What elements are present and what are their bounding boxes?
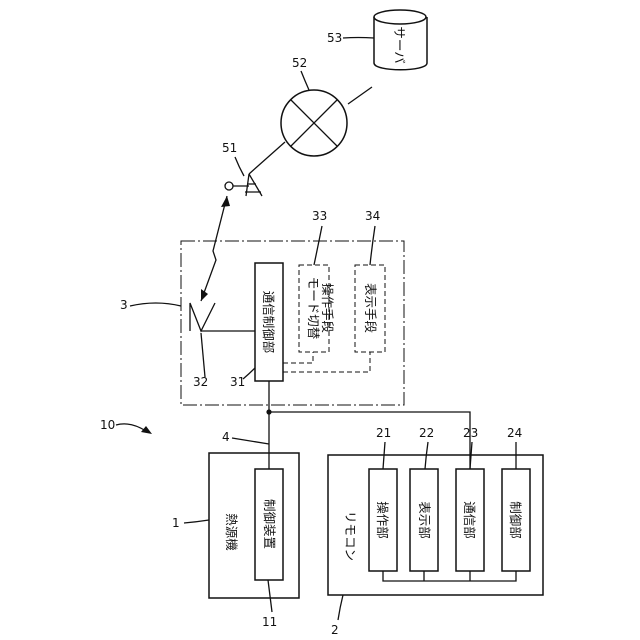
wireless-arrowhead-top <box>221 196 230 207</box>
ref-comm-controller: 31 <box>230 375 245 389</box>
leader-base-station <box>235 157 244 176</box>
leader-remote <box>338 595 343 620</box>
ref-heat-source-controller: 11 <box>262 615 277 629</box>
cable-junction <box>266 409 271 414</box>
leader-system-arrowhead <box>141 426 152 434</box>
ref-remote-display: 22 <box>419 426 434 440</box>
ref-remote: 2 <box>331 623 339 637</box>
ref-comm-device: 3 <box>120 298 128 312</box>
heat-source-controller-label: 制御装置 <box>262 499 277 549</box>
ref-heat-source: 1 <box>172 516 180 530</box>
remote-communication-label: 通信部 <box>462 501 477 539</box>
ref-cable: 4 <box>222 430 230 444</box>
ref-remote-operation: 21 <box>376 426 391 440</box>
base-station-antenna-icon <box>225 182 233 190</box>
heat-source-title: 熱源機 <box>224 513 239 551</box>
leader-cable <box>232 438 269 444</box>
ref-server: 53 <box>327 31 342 45</box>
ref-mode-switch: 33 <box>312 209 327 223</box>
leader-comm-controller <box>243 368 255 379</box>
remote-title: リモコン <box>343 511 358 561</box>
remote-display-label: 表示部 <box>417 501 432 539</box>
wireless-link <box>201 196 227 301</box>
leader-network <box>301 71 309 90</box>
leader-display-means <box>370 226 375 265</box>
leader-heat-source <box>184 520 209 523</box>
ref-network: 52 <box>292 56 307 70</box>
leader-system <box>116 424 146 431</box>
mode-switch-label-line1: モード切替 <box>306 277 321 340</box>
mode-switch-label-line2: 操作手段 <box>320 283 335 333</box>
server-label: サーバ <box>392 26 407 63</box>
comm-controller-label: 通信制御部 <box>261 291 276 354</box>
server-cylinder-top <box>374 10 426 24</box>
leader-server <box>343 38 374 39</box>
ref-remote-control: 24 <box>507 426 522 440</box>
ref-antenna: 32 <box>193 375 208 389</box>
base-station-tower-icon <box>233 174 262 196</box>
heat-source-box <box>209 453 299 598</box>
antenna-icon <box>190 303 255 331</box>
leader-mode-switch <box>314 226 322 265</box>
link-display-means <box>283 352 370 372</box>
ref-system: 10 <box>100 418 115 432</box>
link-mode-switch <box>283 352 313 363</box>
remote-control-label: 制御部 <box>508 501 523 539</box>
ref-base-station: 51 <box>222 141 237 155</box>
leader-antenna <box>201 333 205 377</box>
display-means-label: 表示手段 <box>363 283 378 333</box>
leader-comm-device <box>130 303 181 306</box>
remote-operation-label: 操作部 <box>375 501 390 539</box>
ref-display-means: 34 <box>365 209 380 223</box>
